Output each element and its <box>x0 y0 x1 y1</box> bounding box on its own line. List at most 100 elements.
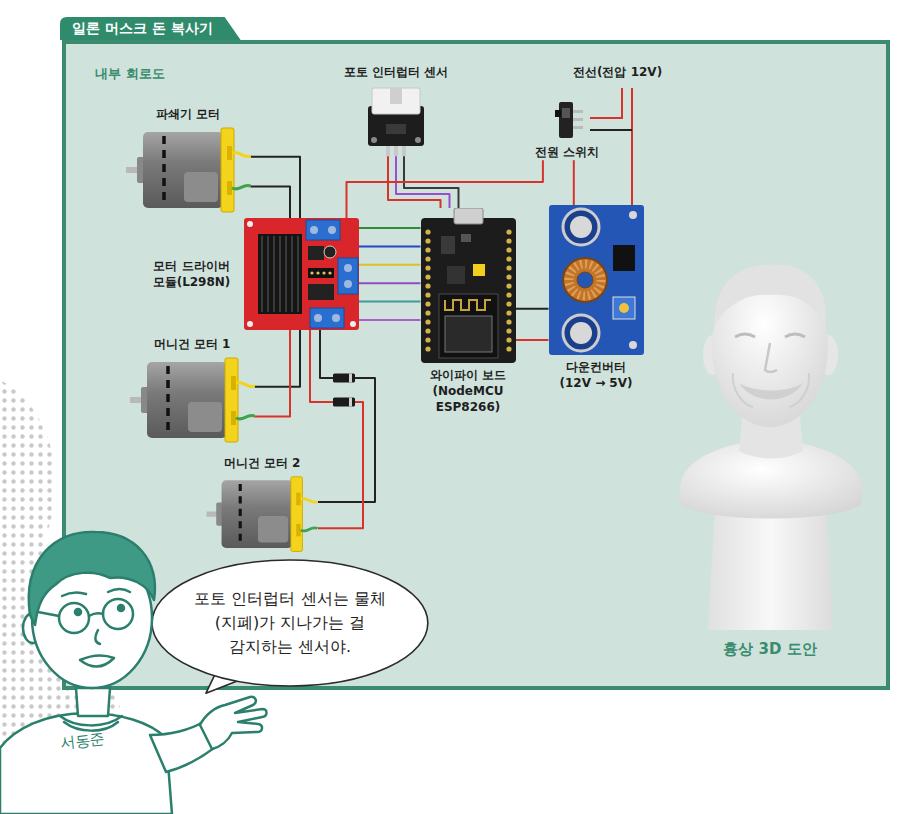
title-text: 일론 머스크 돈 복사기 <box>72 19 213 37</box>
shape-circle <box>425 274 430 279</box>
component-label: 모터 드라이버 모듈(L298N) <box>146 258 238 290</box>
shape-circle <box>103 599 133 629</box>
shape-circle <box>425 310 430 315</box>
shape-rect <box>573 118 583 121</box>
component-image <box>126 126 251 216</box>
component-picture <box>366 84 426 156</box>
shape-circle <box>563 209 599 245</box>
shape-rect <box>386 146 390 156</box>
shape-circle <box>59 603 89 633</box>
shape-path <box>80 655 114 666</box>
shape-circle <box>629 211 637 219</box>
shape-circle <box>425 256 430 261</box>
shape-path <box>64 722 118 731</box>
shape-path <box>95 630 100 644</box>
shape-path <box>76 688 110 716</box>
component-image <box>673 255 868 635</box>
shape-circle <box>425 265 430 270</box>
shredder-motor: 파쇄기 모터 <box>126 106 251 216</box>
shape-circle <box>506 301 511 306</box>
shape-path <box>590 129 632 131</box>
shape-circle <box>425 301 430 306</box>
shape-circle <box>425 229 430 234</box>
shape-path <box>739 383 803 400</box>
shape-circle <box>314 314 322 322</box>
shape-g <box>0 532 267 814</box>
panel-heading: 내부 회로도 <box>95 65 165 83</box>
shape-path <box>732 373 752 407</box>
shape-circle <box>247 221 253 227</box>
shape-circle <box>75 609 81 615</box>
wire-line <box>359 319 421 321</box>
shape-line <box>261 236 263 312</box>
shape-path <box>62 592 86 596</box>
wire-line <box>359 301 421 303</box>
shape-path <box>785 334 805 337</box>
shape-circle <box>425 238 430 243</box>
shape-rect <box>394 146 398 156</box>
bubble-ellipse <box>152 560 428 686</box>
component-picture <box>126 126 251 216</box>
shape-rect <box>573 126 583 129</box>
shape-path <box>29 532 155 625</box>
shape-rect <box>613 297 635 319</box>
shape-rect <box>244 218 359 330</box>
shape-path <box>60 17 241 40</box>
shape-circle <box>506 265 511 270</box>
shape-rect <box>333 398 355 407</box>
shape-rect <box>258 234 302 314</box>
shape-circle <box>570 216 592 238</box>
shape-circle <box>506 319 511 324</box>
wire-line <box>318 330 375 502</box>
shape-circle <box>322 271 325 274</box>
shape-circle <box>619 303 629 313</box>
component-picture <box>244 218 359 330</box>
shape-path <box>200 697 267 749</box>
shape-path <box>301 528 318 531</box>
wire-line <box>573 160 575 205</box>
shape-circle <box>506 310 511 315</box>
shape-path <box>708 505 833 630</box>
shape-line <box>291 236 293 312</box>
shape-circle <box>563 315 599 351</box>
shape-rect <box>461 234 471 242</box>
shape-circle <box>310 226 318 234</box>
shape-rect <box>221 128 234 212</box>
component-picture <box>421 208 516 363</box>
shape-circle <box>577 272 593 288</box>
wire-connector <box>516 309 549 340</box>
shape-path <box>789 373 809 407</box>
motor-driver: 모터 드라이버 모듈(L298N) <box>146 218 359 330</box>
shape-circle <box>415 137 421 143</box>
wire-connector <box>255 330 301 416</box>
shape-circle <box>506 238 511 243</box>
component-picture <box>130 356 255 446</box>
bust-model: 흉상 3D 도안 <box>673 255 868 659</box>
shape-path <box>108 589 130 592</box>
shape-circle <box>506 274 511 279</box>
shape-rect <box>184 172 218 202</box>
component-image <box>206 475 318 555</box>
wire-line <box>310 330 363 528</box>
component-label: 와이파이 보드 (NodeMCU ESP8266) <box>421 367 516 416</box>
shape-circle <box>332 314 340 322</box>
shape-line <box>239 484 242 544</box>
shape-rect <box>613 245 635 271</box>
component-label: 머니건 모터 2 <box>224 455 301 471</box>
shape-rect <box>227 146 232 160</box>
component-picture <box>206 475 318 555</box>
shape-circle <box>506 247 511 252</box>
shape-rect <box>447 266 465 284</box>
shape-rect <box>308 246 324 260</box>
shape-path <box>631 88 633 205</box>
shape-rect <box>473 264 485 276</box>
shape-path <box>89 613 103 616</box>
component-picture <box>549 205 644 355</box>
shape-circle <box>506 346 511 351</box>
shape-path <box>590 88 622 118</box>
shape-rect <box>338 258 358 294</box>
component-label: 전원 스위치 <box>535 144 599 160</box>
shape-circle <box>570 322 592 344</box>
